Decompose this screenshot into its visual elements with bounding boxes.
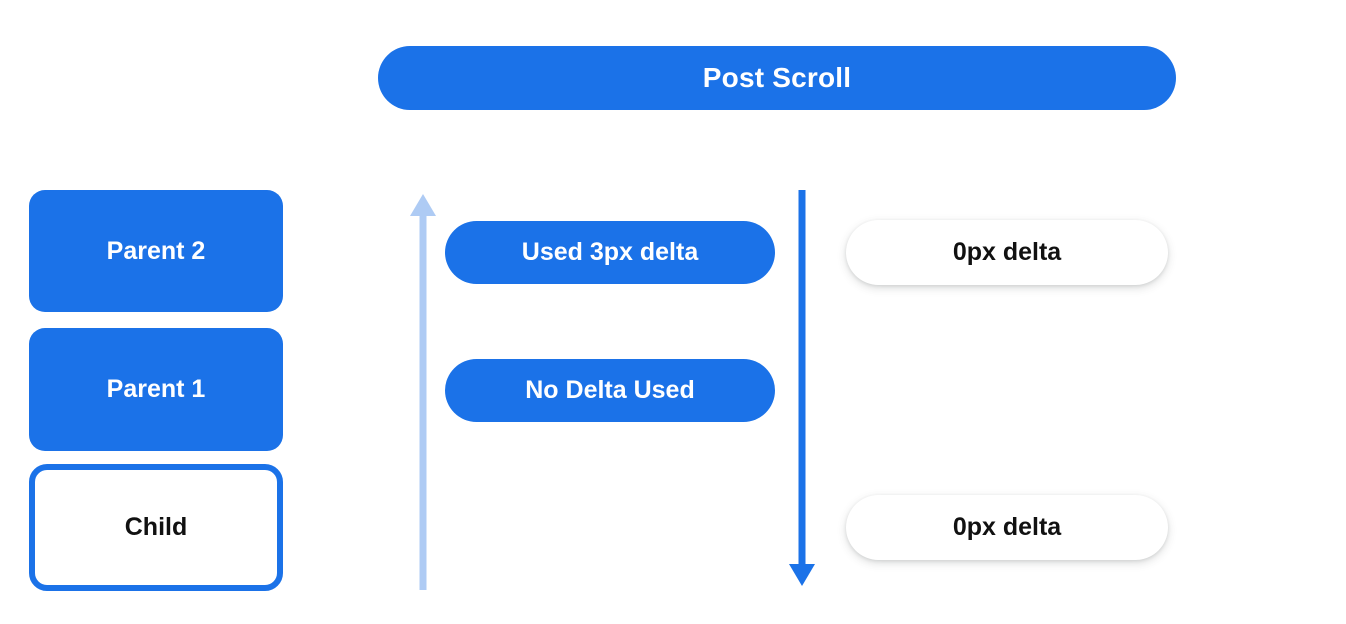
node-box-parent-2: Parent 2	[29, 190, 283, 312]
pill-label: Used 3px delta	[521, 238, 699, 266]
down-arrow-icon	[789, 190, 815, 586]
node-box-parent-1: Parent 1	[29, 328, 283, 451]
pill-zero-delta-bottom: 0px delta	[846, 495, 1168, 560]
node-label: Parent 2	[106, 236, 206, 265]
post-scroll-banner: Post Scroll	[378, 46, 1176, 110]
node-label: Child	[124, 513, 188, 541]
pill-used-3px-delta: Used 3px delta	[445, 221, 775, 284]
pill-zero-delta-top: 0px delta	[846, 220, 1168, 285]
node-box-child: Child	[29, 464, 283, 591]
pill-label: No Delta Used	[525, 376, 695, 404]
pill-no-delta-used: No Delta Used	[445, 359, 775, 422]
pill-label: 0px delta	[952, 513, 1062, 541]
pill-label: 0px delta	[952, 238, 1062, 266]
up-arrow-icon	[410, 194, 436, 590]
node-label: Parent 1	[106, 375, 206, 403]
banner-title: Post Scroll	[702, 62, 852, 93]
